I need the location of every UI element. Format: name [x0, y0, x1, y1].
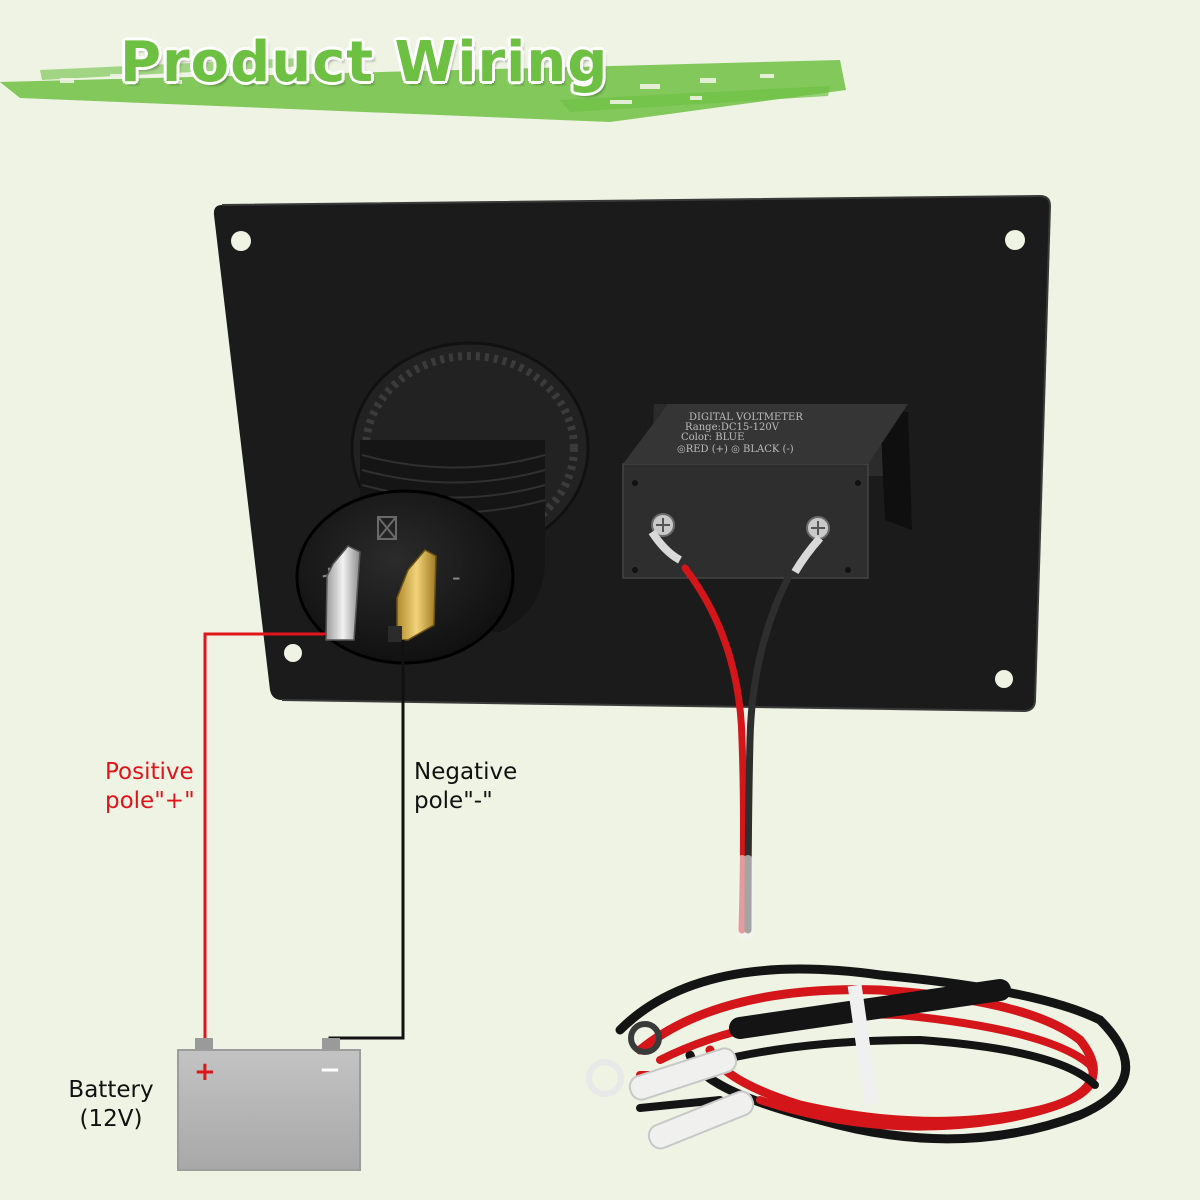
positive-wire	[203, 632, 326, 1042]
voltmeter-label-line-2: Range:DC15-120V	[685, 422, 780, 433]
negative-pole-label-line-2: pole"-"	[414, 788, 493, 814]
battery-label: Battery (12V)	[55, 1076, 167, 1134]
battery-label-line-1: Battery	[68, 1077, 154, 1103]
ring-terminal-icon	[586, 1021, 662, 1097]
socket-positive-terminal	[325, 545, 361, 641]
title-brush-decoration	[0, 58, 846, 122]
battery-label-line-2: (12V)	[79, 1106, 143, 1132]
voltmeter-leads	[681, 564, 792, 940]
negative-pole-label-line-1: Negative	[414, 759, 518, 785]
positive-pole-label-line-2: pole"+"	[105, 788, 195, 814]
socket-minus-mark: -	[452, 563, 461, 591]
battery-minus-terminal-mark: −	[319, 1055, 341, 1085]
panel-hole-bottom-left	[284, 644, 302, 662]
digital-voltmeter: DIGITAL VOLTMETER Range:DC15-120V Color:…	[622, 404, 912, 579]
power-socket: + -	[295, 341, 590, 665]
voltmeter-negative-screw	[791, 516, 830, 575]
voltmeter-label-line-4: ◎RED (+) ◎ BLACK (-)	[677, 444, 794, 455]
page-title: Product Wiring	[120, 30, 609, 95]
panel-hole-top-right	[1005, 230, 1025, 250]
battery-icon: + −	[177, 1038, 361, 1171]
socket-negative-terminal	[396, 549, 437, 641]
voltmeter-label-line-1: DIGITAL VOLTMETER	[689, 412, 803, 423]
positive-pole-label: Positive pole"+"	[105, 758, 195, 816]
voltmeter-label-line-3: Color: BLUE	[681, 432, 744, 443]
spade-connectors	[628, 1047, 755, 1150]
panel-hole-bottom-right	[995, 670, 1013, 688]
battery-plus-terminal-mark: +	[194, 1057, 216, 1087]
negative-pole-label: Negative pole"-"	[414, 758, 517, 816]
socket-symbol-icon	[377, 516, 397, 540]
voltmeter-positive-screw	[648, 513, 682, 564]
panel-hole-top-left	[231, 231, 251, 251]
positive-pole-label-line-1: Positive	[105, 759, 194, 785]
